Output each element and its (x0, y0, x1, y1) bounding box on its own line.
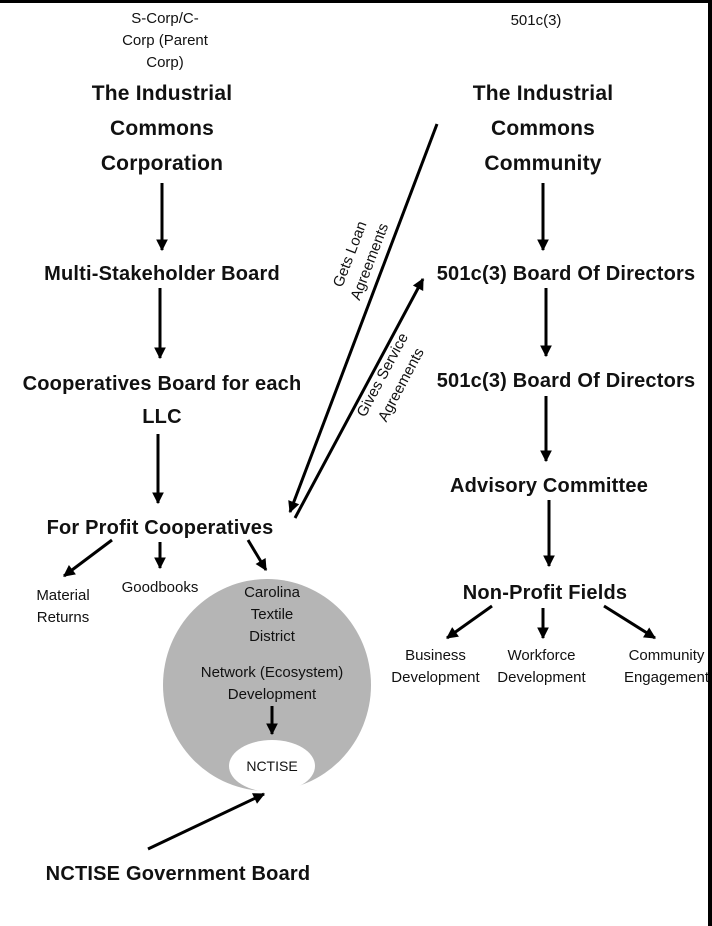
node-community-engagement: Community Engagement (623, 647, 710, 686)
column-label-scorp: S-Corp/C-Corp (Parent Corp) (122, 10, 208, 71)
node-industrial-commons-community: The Industrial Commons Community (472, 82, 614, 175)
node-multi-stakeholder-board: Multi-Stakeholder Board (44, 263, 280, 285)
node-business-development: Business Development (391, 647, 480, 686)
node-501c3-board-1: 501c(3) Board Of Directors (436, 263, 696, 285)
nctise-ellipse: NCTISE (229, 740, 315, 792)
top-border (0, 0, 712, 3)
node-nctise: NCTISE (246, 758, 298, 774)
node-industrial-commons-corporation: The Industrial Commons Corporation (91, 82, 233, 175)
node-advisory-committee: Advisory Committee (449, 475, 649, 497)
arrow-forprofit-to-ctd (246, 539, 268, 572)
node-for-profit-cooperatives: For Profit Cooperatives (46, 517, 274, 539)
node-carolina-textile-district: Carolina Textile District (244, 584, 300, 645)
arrow-nonprofit-to-community (603, 604, 656, 640)
arrow-forprofit-to-material (63, 538, 113, 578)
right-border (708, 0, 712, 926)
arrow-nonprofit-to-business (446, 604, 493, 640)
node-workforce-development: Workforce Development (497, 647, 586, 686)
node-goodbooks: Goodbooks (121, 579, 199, 596)
arrow-govboard-to-nctise (147, 792, 266, 851)
node-network-development: Network (Ecosystem) Development (200, 664, 344, 703)
node-nctise-government-board: NCTISE Government Board (45, 863, 311, 885)
node-material-returns: Material Returns (36, 587, 90, 626)
column-label-501c3: 501c(3) (510, 12, 562, 29)
arrow-gets-loan (288, 123, 439, 514)
node-501c3-board-2: 501c(3) Board Of Directors (436, 370, 696, 392)
node-cooperatives-board: Cooperatives Board for each LLC (22, 373, 302, 428)
node-non-profit-fields: Non-Profit Fields (462, 582, 628, 604)
arrow-gives-service (293, 277, 425, 519)
